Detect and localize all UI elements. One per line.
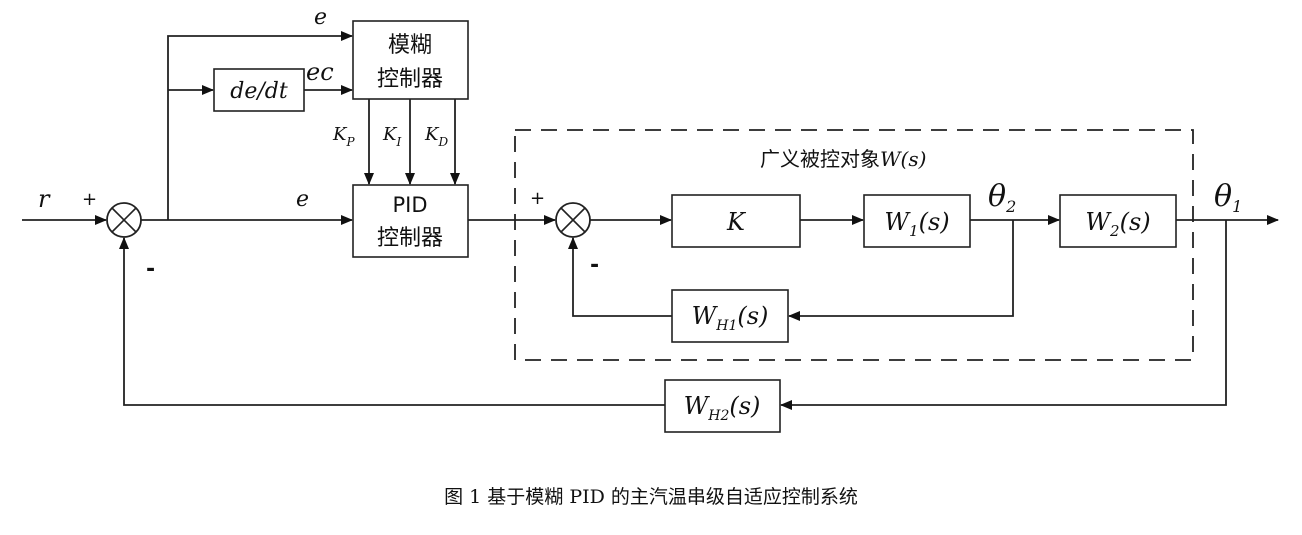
sum2-plus-sign: + bbox=[530, 188, 545, 209]
kp-label: KP bbox=[332, 124, 355, 149]
w1-label: W1(s) bbox=[884, 208, 949, 240]
kd-label: KD bbox=[424, 124, 448, 149]
ki-label: KI bbox=[382, 124, 401, 149]
gain-k-block bbox=[671, 194, 801, 248]
fuzzy-controller-label-line2: 控制器 bbox=[377, 67, 443, 92]
summing-junction-2 bbox=[555, 202, 591, 238]
pid-controller-label-line1: PID bbox=[392, 193, 427, 217]
signal-e-mid-label: e bbox=[296, 187, 309, 212]
theta1-label: θ1 bbox=[1214, 179, 1242, 216]
pid-controller-block bbox=[352, 184, 469, 258]
error-e-to-fuzzy-line bbox=[167, 31, 353, 220]
figure-caption: 图 1 基于模糊 PID 的主汽温串级自适应控制系统 bbox=[444, 486, 858, 508]
outer-feedback-line bbox=[780, 220, 1227, 410]
derivative-block-label: de/dt bbox=[230, 79, 288, 104]
wh1-to-sum2-line bbox=[568, 237, 672, 317]
sum1-minus-sign: - bbox=[146, 257, 155, 282]
plant-region-label: 广义被控对象W(s) bbox=[760, 147, 926, 171]
theta2-label: θ2 bbox=[988, 179, 1016, 216]
signal-e-top-label: e bbox=[314, 5, 327, 30]
wh1-block bbox=[671, 289, 789, 343]
signal-ec-label: ec bbox=[306, 58, 334, 86]
w2-block bbox=[1059, 194, 1177, 248]
pid-controller-label-line2: 控制器 bbox=[377, 226, 443, 251]
wh2-block bbox=[664, 379, 781, 433]
gain-k-label: K bbox=[726, 208, 747, 236]
inner-feedback-line bbox=[788, 220, 1014, 321]
signal-r-label: r bbox=[38, 185, 51, 213]
w2-label: W2(s) bbox=[1085, 208, 1150, 240]
wh2-to-sum1-line bbox=[119, 237, 665, 406]
summing-junction-1 bbox=[106, 202, 142, 238]
w1-block bbox=[863, 194, 971, 248]
wh1-label: WH1(s) bbox=[692, 302, 769, 334]
sum2-minus-sign: - bbox=[590, 253, 599, 278]
wh2-label: WH2(s) bbox=[684, 392, 761, 424]
fuzzy-controller-block bbox=[352, 20, 469, 100]
plant-region-boundary bbox=[514, 129, 1194, 361]
sum1-plus-sign: + bbox=[82, 189, 97, 210]
fuzzy-controller-label-line1: 模糊 bbox=[388, 33, 432, 58]
